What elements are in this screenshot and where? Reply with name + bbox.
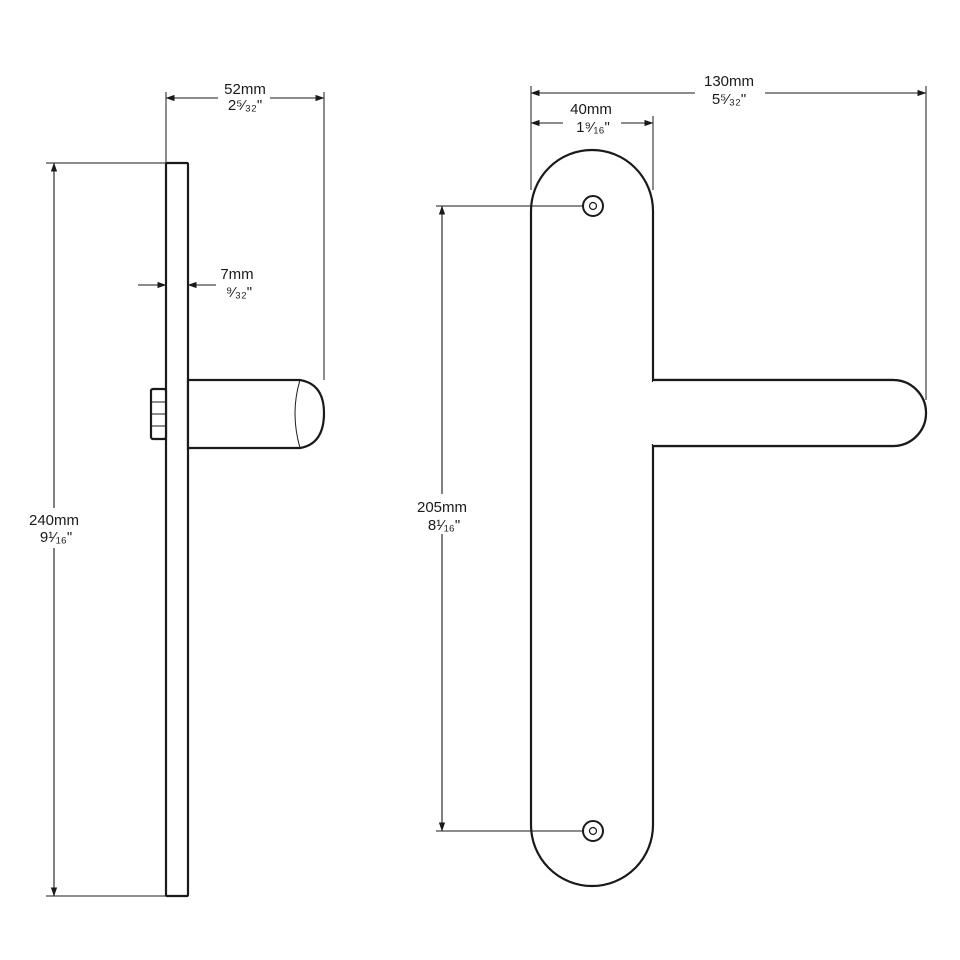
dim-overall-width: 130mm 5⁵⁄₃₂" bbox=[530, 72, 927, 400]
side-view: 52mm 2⁵⁄₃₂" 7mm ⁹⁄₃₂" 240mm 9¹⁄₁₆" bbox=[22, 80, 326, 898]
dim-plate-width: 40mm 1⁹⁄₁₆" bbox=[530, 100, 654, 190]
dim-side-height: 240mm 9¹⁄₁₆" bbox=[22, 162, 166, 897]
side-spindle bbox=[149, 387, 168, 441]
dim-plate-thickness-metric: 7mm bbox=[220, 266, 253, 283]
dim-plate-thickness: 7mm ⁹⁄₃₂" bbox=[138, 266, 254, 301]
dim-screw-centers-metric: 205mm bbox=[417, 499, 467, 516]
front-view: 130mm 5⁵⁄₃₂" 40mm 1⁹⁄₁₆" 205mm 8¹⁄₁₆" bbox=[408, 72, 928, 888]
side-lever bbox=[186, 378, 326, 450]
dim-screw-centers-imperial: 8¹⁄₁₆" bbox=[428, 517, 460, 534]
dim-overall-width-imperial: 5⁵⁄₃₂" bbox=[712, 91, 746, 108]
top-screw-icon bbox=[582, 195, 604, 217]
dim-side-height-imperial: 9¹⁄₁₆" bbox=[40, 529, 72, 546]
dim-plate-thickness-imperial: ⁹⁄₃₂" bbox=[226, 284, 252, 301]
dim-side-projection: 52mm 2⁵⁄₃₂" bbox=[165, 80, 325, 380]
dim-overall-width-metric: 130mm bbox=[704, 73, 754, 90]
dim-side-projection-imperial: 2⁵⁄₃₂" bbox=[228, 97, 262, 114]
dim-plate-width-metric: 40mm bbox=[570, 101, 612, 118]
front-backplate bbox=[529, 148, 655, 888]
dim-plate-width-imperial: 1⁹⁄₁₆" bbox=[576, 119, 610, 136]
dim-screw-centers: 205mm 8¹⁄₁₆" bbox=[408, 205, 583, 832]
bottom-screw-icon bbox=[582, 820, 604, 842]
dim-side-projection-metric: 52mm bbox=[224, 81, 266, 98]
dim-side-height-metric: 240mm bbox=[29, 512, 79, 529]
side-backplate bbox=[164, 161, 190, 898]
